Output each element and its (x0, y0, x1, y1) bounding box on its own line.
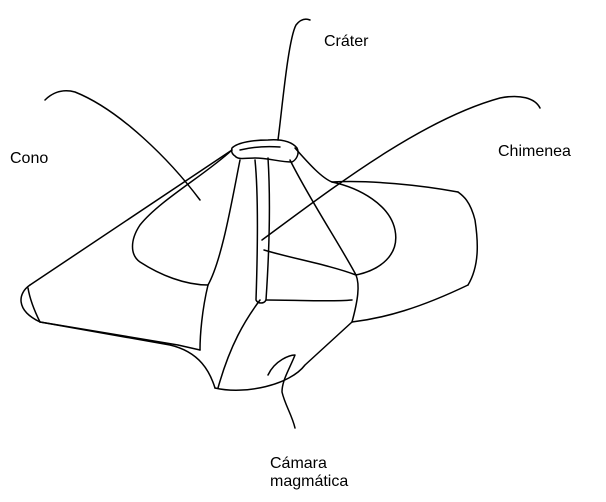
base-left-slab (21, 285, 200, 350)
cone-left-inner (208, 160, 240, 285)
base-left-bottom-edge (40, 322, 215, 388)
base-left-front-curve (28, 288, 40, 322)
magma-chamber-label: Cámara magmática (270, 455, 348, 491)
crater-label: Cráter (324, 33, 368, 51)
chimney-right (266, 158, 269, 300)
crater-rim (232, 140, 298, 162)
leader-camara (268, 355, 295, 428)
base-right-slab-inner (352, 275, 358, 322)
base-right-front (352, 285, 468, 322)
chimney-label: Chimenea (498, 143, 571, 161)
cone-label: Cono (10, 150, 48, 168)
section-left-vertical (200, 285, 208, 350)
base-right-corner (458, 192, 477, 285)
section-floor-right (266, 300, 352, 301)
base-right-top-edge (332, 182, 458, 192)
magma-chamber-label-line2: magmática (270, 473, 348, 491)
leader-cono (45, 91, 200, 200)
leader-crater (278, 19, 310, 140)
section-upper-right (264, 250, 356, 275)
magma-chamber-label-line1: Cámara (270, 455, 348, 473)
crater-inner (240, 147, 280, 150)
chimney-left (255, 160, 266, 303)
base-left-top-edge (30, 150, 232, 285)
section-mid-line (218, 300, 260, 388)
leader-chimenea (262, 96, 540, 240)
base-front-bottom (215, 322, 352, 390)
